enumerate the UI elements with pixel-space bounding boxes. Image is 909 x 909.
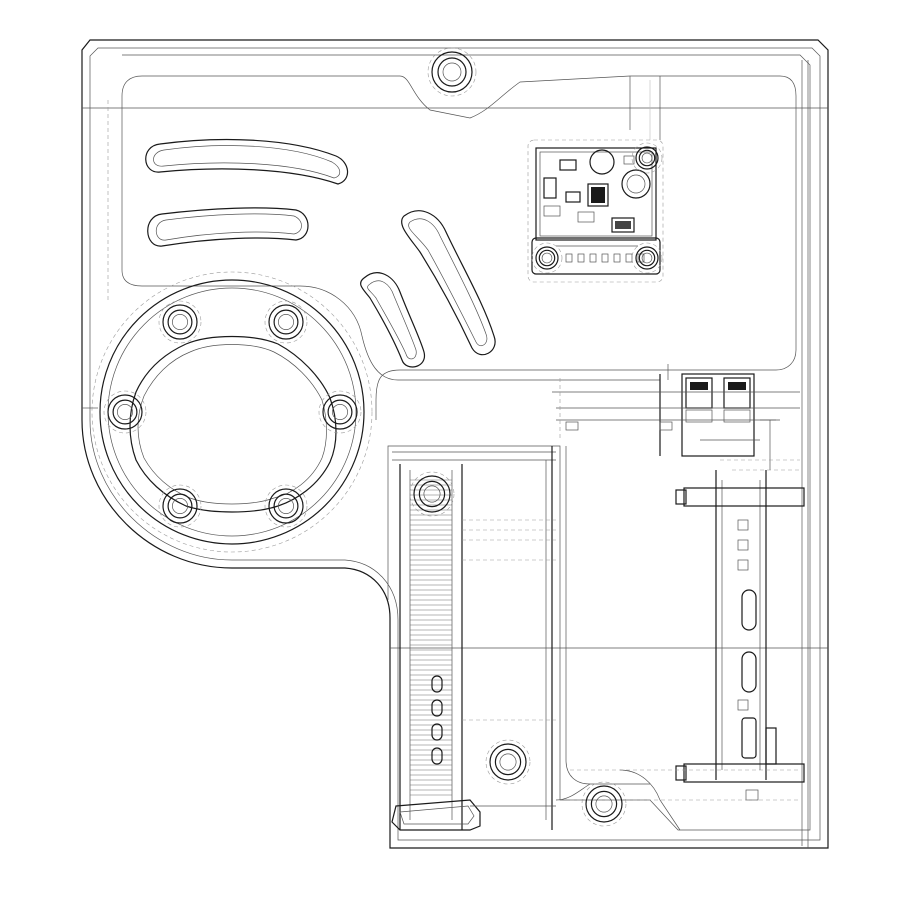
mount-hole-icon — [581, 781, 627, 827]
pcb-module — [527, 139, 664, 283]
cable-channel — [391, 446, 556, 831]
mount-hole-icon — [158, 484, 202, 528]
inner-tray — [107, 75, 797, 420]
mount-hole-icon — [318, 390, 362, 434]
mount-hole-icon — [631, 242, 663, 274]
lower-cavity — [470, 446, 800, 831]
circular-mount — [91, 271, 373, 553]
mount-hole-icon — [264, 484, 308, 528]
mount-hole-icon — [158, 300, 202, 344]
vent-slots — [145, 138, 496, 368]
mount-holes — [103, 300, 362, 528]
mount-hole-icon — [409, 471, 455, 517]
side-rail — [675, 459, 805, 801]
mount-hole-icon — [264, 300, 308, 344]
mount-hole-icon — [531, 242, 563, 274]
mount-hole-icon — [427, 47, 477, 97]
usb-connector — [552, 364, 800, 470]
standoff-holes — [409, 47, 663, 827]
mount-hole-icon — [631, 142, 663, 174]
mount-hole-icon — [485, 739, 531, 785]
mount-hole-icon — [103, 390, 147, 434]
